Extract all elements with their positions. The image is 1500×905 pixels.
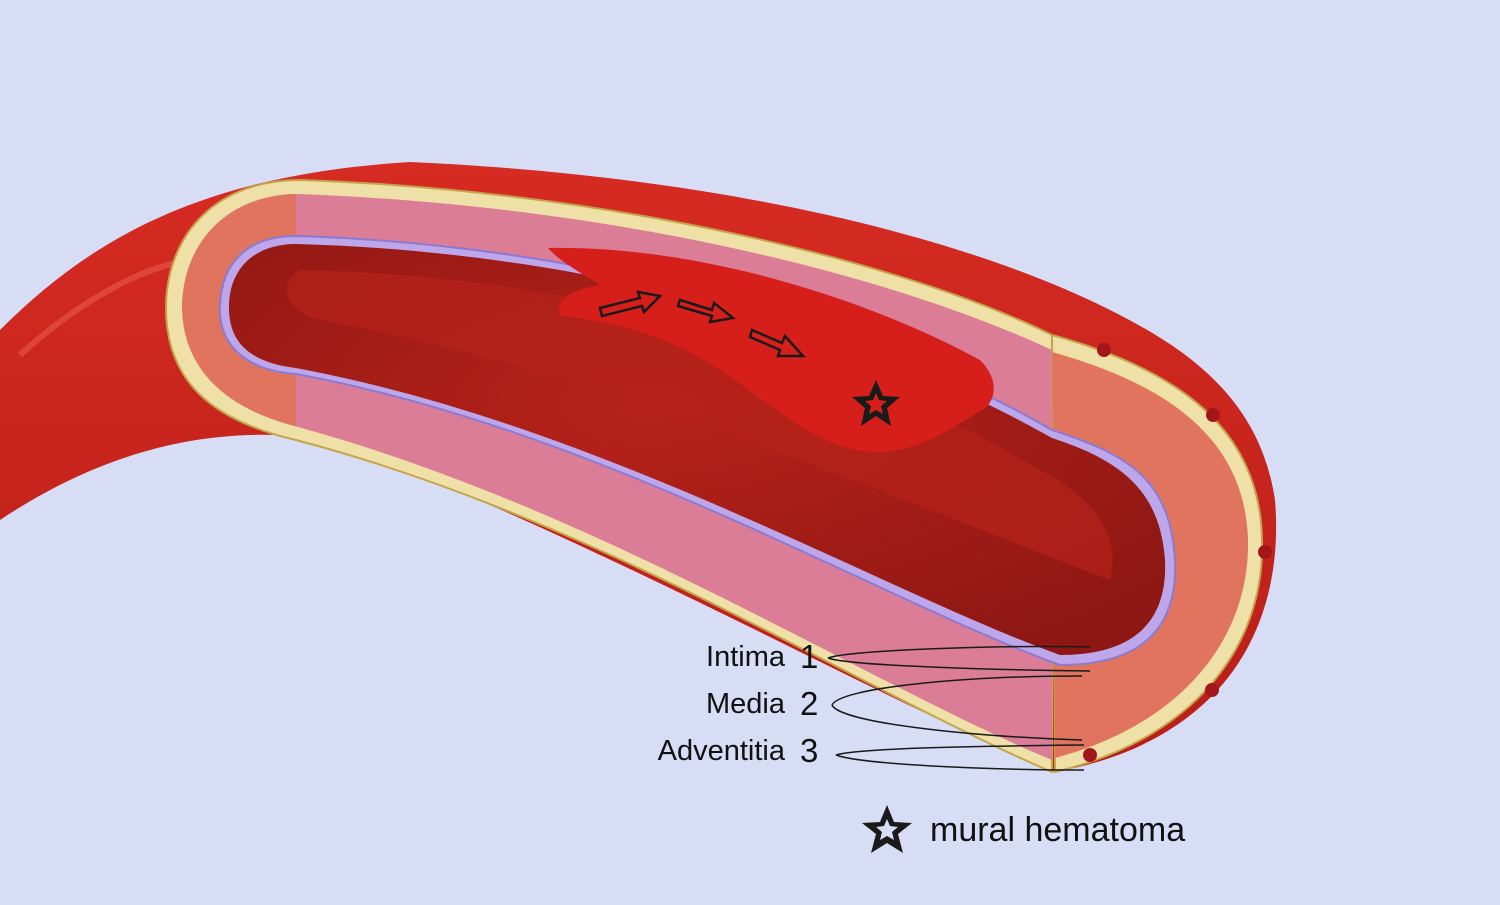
label-intima-number: 1	[800, 638, 819, 675]
label-intima: Intima	[706, 641, 785, 673]
vasa-vasorum-dot	[1258, 545, 1272, 559]
legend-star-icon	[862, 805, 912, 853]
flow-arrow	[598, 290, 663, 318]
label-media-number: 2	[800, 685, 819, 722]
vasa-vasorum-dot	[1205, 683, 1219, 697]
vasa-vasorum-dot	[1083, 748, 1097, 762]
legend-text: mural hematoma	[930, 811, 1186, 849]
vessel-highlight	[17, 259, 181, 358]
label-adventitia: Adventitia	[657, 735, 785, 767]
star-icon	[852, 380, 900, 426]
vasa-vasorum-dot	[1097, 343, 1111, 357]
vasa-vasorum-dot	[1206, 408, 1220, 422]
label-adventitia-number: 3	[800, 732, 819, 769]
leader-lines	[827, 645, 1091, 771]
flow-arrow	[676, 298, 736, 324]
flow-arrow	[748, 328, 806, 358]
label-media: Media	[706, 688, 785, 720]
